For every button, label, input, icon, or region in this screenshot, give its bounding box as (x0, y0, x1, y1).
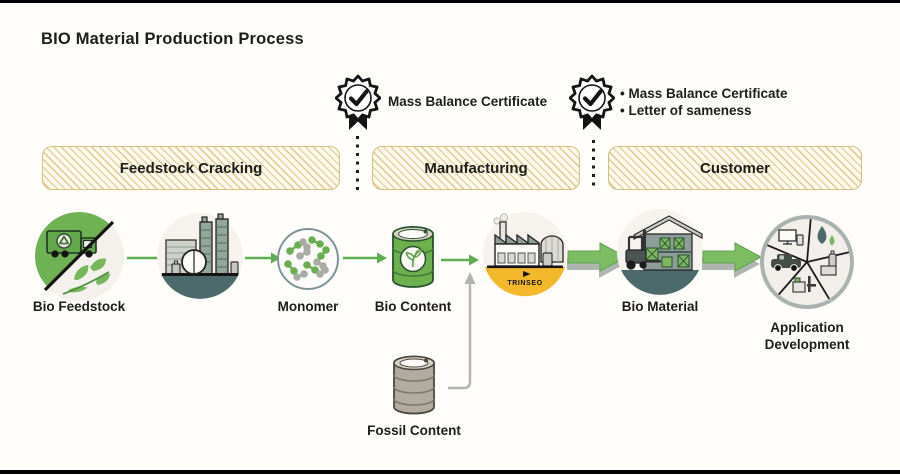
car-icon (771, 254, 801, 272)
green-barrel-leaf-icon (392, 226, 434, 288)
stage-band-feedstock-cracking: Feedstock Cracking (42, 146, 340, 190)
stage-band-customer: Customer (608, 146, 862, 190)
certificate-line: Mass Balance Certificate (388, 94, 548, 109)
packaging-icon (820, 250, 837, 276)
furniture-icon (792, 276, 816, 293)
certificate-line: • Mass Balance Certificate (620, 86, 788, 101)
cracking-plant-icon (157, 213, 243, 299)
recycling-truck-and-leaves-icon (35, 212, 125, 302)
application-development-label: Application Development (764, 320, 850, 352)
certificate-rosette-icon (569, 74, 615, 130)
water-drop-icon (817, 226, 835, 246)
stage-band-label: Feedstock Cracking (119, 159, 263, 177)
bottom-border-bar (0, 470, 900, 474)
monomer-label: Monomer (277, 299, 339, 314)
arrow-icon (343, 252, 387, 264)
arrow-icon (245, 252, 281, 264)
electronics-icon (778, 229, 804, 246)
dotted-connector (592, 140, 595, 190)
monomer-molecules-icon (277, 228, 339, 290)
certificate-label-1: Mass Balance Certificate (388, 93, 547, 110)
page-title: BIO Material Production Process (41, 30, 304, 48)
certificate-label-2: • Mass Balance Certificate • Letter of s… (620, 85, 788, 119)
stage-band-label: Manufacturing (424, 159, 528, 177)
trinseo-logo-text: TRINSEO (507, 280, 542, 287)
top-border-bar (0, 0, 900, 3)
fossil-content-label: Fossil Content (367, 423, 461, 438)
stage-band-label: Customer (699, 159, 770, 177)
trinseo-factory-icon: TRINSEO (483, 212, 567, 297)
bio-content-label: Bio Content (374, 299, 452, 314)
fossil-connector-arrow (448, 272, 476, 390)
application-segments-wheel-icon (760, 215, 854, 309)
warehouse-forklift-icon (617, 209, 703, 295)
block-arrow-icon (567, 242, 628, 278)
certificate-line: • Letter of sameness (620, 103, 752, 118)
bio-material-label: Bio Material (621, 299, 699, 314)
arrow-icon (441, 254, 479, 266)
stage-band-manufacturing: Manufacturing (372, 146, 580, 190)
grey-barrel-icon (393, 355, 435, 415)
dotted-connector (356, 136, 359, 190)
certificate-rosette-icon (335, 74, 381, 130)
block-arrow-icon (702, 242, 763, 278)
bio-feedstock-label: Bio Feedstock (32, 299, 126, 314)
